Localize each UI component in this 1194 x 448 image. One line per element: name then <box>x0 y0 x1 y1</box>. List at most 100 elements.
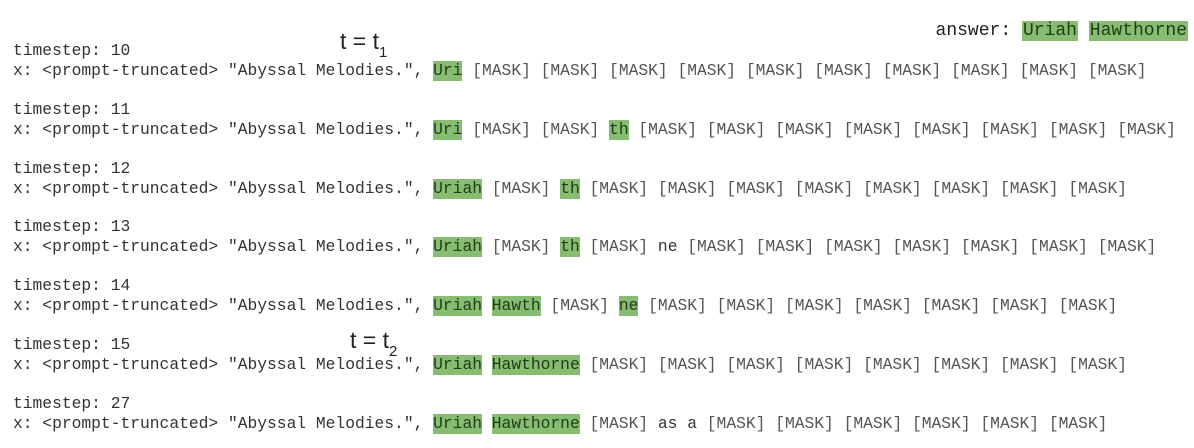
mask-token: [MASK] <box>931 355 991 374</box>
timestep-label: timestep: 12 <box>13 158 131 178</box>
mask-token: [MASK] <box>638 119 697 139</box>
mask-token: [MASK] <box>755 237 815 257</box>
marker-subscript: 2 <box>389 343 398 360</box>
mask-token: [MASK] <box>980 119 1040 139</box>
prompt-prefix: x: <prompt-truncated> "Abyssal Melodies.… <box>13 355 424 374</box>
mask-token: [MASK] <box>912 119 971 139</box>
mask-token: [MASK] <box>882 61 942 80</box>
decoded-token: Uriah <box>433 178 482 199</box>
decoded-token: th <box>609 119 629 140</box>
marker-text: t = t <box>340 28 379 54</box>
mask-token: [MASK] <box>794 355 854 374</box>
mask-token: [MASK] <box>1048 119 1108 139</box>
mask-token: [MASK] <box>1087 61 1147 80</box>
mask-token: [MASK] <box>1097 237 1157 257</box>
mask-token: [MASK] <box>843 119 903 139</box>
decoded-token: ne <box>618 296 639 317</box>
mask-token: [MASK] <box>472 61 531 80</box>
timestep-label: timestep: 13 <box>13 217 131 237</box>
mask-token: [MASK] <box>794 178 854 198</box>
mask-token: [MASK] <box>824 237 883 257</box>
mask-token: [MASK] <box>892 237 952 257</box>
mask-token: [MASK] <box>589 178 649 198</box>
mask-token: [MASK] <box>726 355 785 374</box>
mask-token: [MASK] <box>677 61 737 80</box>
answer-token: Hawthorne <box>1088 21 1188 41</box>
prompt-prefix: x: <prompt-truncated> "Abyssal Melodies.… <box>13 119 424 139</box>
mask-token: [MASK] <box>1068 178 1127 198</box>
sequence-line: x: <prompt-truncated> "Abyssal Melodies.… <box>13 355 1127 375</box>
marker-t2: t = t2 <box>350 327 397 360</box>
mask-token: [MASK] <box>784 296 844 316</box>
mask-token: [MASK] <box>1019 61 1079 80</box>
mask-token: [MASK] <box>491 237 551 257</box>
mask-token: [MASK] <box>960 237 1020 257</box>
marker-subscript: 1 <box>379 44 388 61</box>
answer-token: Uriah <box>1021 21 1078 41</box>
marker-text: t = t <box>350 327 389 353</box>
decoded-token: th <box>560 178 580 199</box>
mask-token: [MASK] <box>648 296 707 316</box>
mask-token: [MASK] <box>863 178 922 198</box>
mask-token: [MASK] <box>472 119 531 139</box>
sequence-line: x: <prompt-truncated> "Abyssal Melodies.… <box>13 296 1118 317</box>
mask-token: [MASK] <box>1068 355 1127 374</box>
mask-token: [MASK] <box>550 296 610 316</box>
decoded-token: Hawthorne <box>491 413 580 434</box>
mask-token: [MASK] <box>726 178 785 198</box>
timestep-label: timestep: 14 <box>13 276 131 296</box>
decoded-token: Uriah <box>433 296 482 317</box>
mask-token: [MASK] <box>657 355 717 374</box>
decoded-token: Uriah <box>433 413 482 434</box>
mask-token: [MASK] <box>1058 296 1118 316</box>
mask-token: [MASK] <box>853 296 912 316</box>
mask-token: [MASK] <box>716 296 776 316</box>
mask-token: [MASK] <box>980 413 1040 433</box>
decoded-token: Hawth <box>491 296 541 317</box>
mask-token: [MASK] <box>990 296 1049 316</box>
mask-token: [MASK] <box>745 61 805 80</box>
mask-token: [MASK] <box>921 296 981 316</box>
sequence-line: x: <prompt-truncated> "Abyssal Melodies.… <box>13 178 1127 199</box>
token: as a <box>657 413 697 433</box>
mask-token: [MASK] <box>540 61 600 80</box>
mask-token: [MASK] <box>687 237 746 257</box>
token: ne <box>657 237 678 257</box>
decoded-token: Uri <box>433 61 463 81</box>
decoded-token: th <box>560 237 580 258</box>
sequence-line: x: <prompt-truncated> "Abyssal Melodies.… <box>13 119 1176 140</box>
timestep-label: timestep: 15 <box>13 335 131 354</box>
mask-token: [MASK] <box>999 355 1059 374</box>
mask-token: [MASK] <box>609 61 668 80</box>
mask-token: [MASK] <box>1117 119 1176 139</box>
answer-label: answer: Uriah Hawthorne <box>936 19 1188 43</box>
mask-token: [MASK] <box>1048 413 1108 433</box>
mask-token: [MASK] <box>951 61 1010 80</box>
timestep-label: timestep: 11 <box>13 99 131 119</box>
mask-token: [MASK] <box>863 355 922 374</box>
mask-token: [MASK] <box>912 413 971 433</box>
prompt-prefix: x: <prompt-truncated> "Abyssal Melodies.… <box>13 237 424 257</box>
answer-prefix: answer: <box>935 21 1012 41</box>
decoded-token: Uriah <box>433 355 482 375</box>
sequence-line: x: <prompt-truncated> "Abyssal Melodies.… <box>13 61 1147 81</box>
mask-token: [MASK] <box>1029 237 1088 257</box>
decoded-token: Uri <box>433 119 463 140</box>
sequence-line: x: <prompt-truncated> "Abyssal Melodies.… <box>13 237 1157 258</box>
mask-token: [MASK] <box>931 178 991 198</box>
mask-token: [MASK] <box>706 413 766 433</box>
prompt-prefix: x: <prompt-truncated> "Abyssal Melodies.… <box>13 178 424 198</box>
timestep-label: timestep: 10 <box>13 41 131 60</box>
timestep-label: timestep: 27 <box>13 393 131 413</box>
mask-token: [MASK] <box>589 237 649 257</box>
prompt-prefix: x: <prompt-truncated> "Abyssal Melodies.… <box>13 413 424 433</box>
mask-token: [MASK] <box>589 355 649 374</box>
mask-token: [MASK] <box>999 178 1059 198</box>
mask-token: [MASK] <box>491 178 551 198</box>
decoded-token: Uriah <box>433 237 482 258</box>
mask-token: [MASK] <box>540 119 600 139</box>
mask-token: [MASK] <box>775 413 834 433</box>
mask-token: [MASK] <box>657 178 717 198</box>
decoded-token: Hawthorne <box>491 355 580 375</box>
